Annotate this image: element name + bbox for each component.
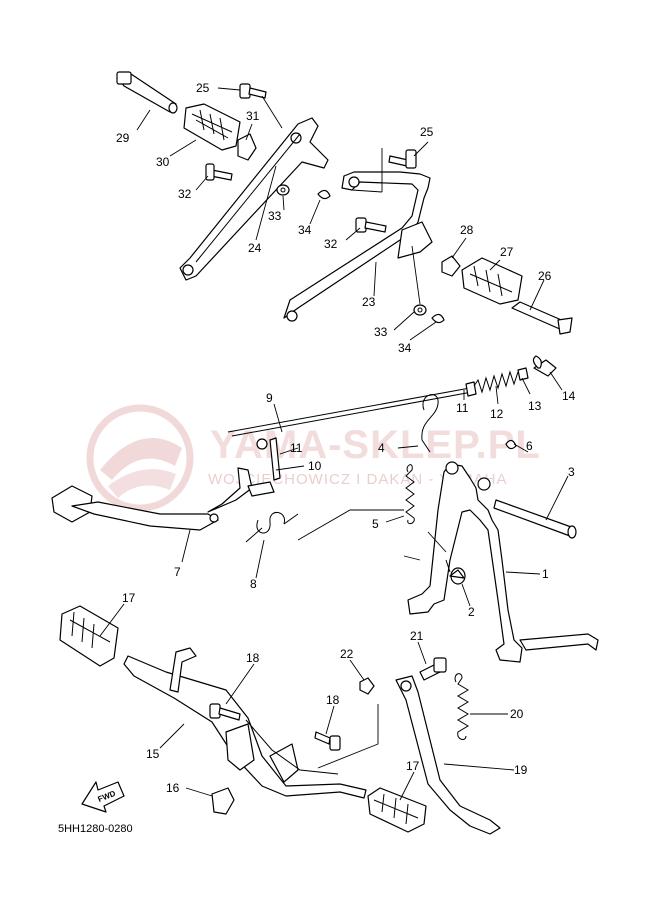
callout-16: 16 bbox=[166, 781, 180, 795]
callout-3: 3 bbox=[568, 465, 575, 479]
callout-13: 13 bbox=[528, 399, 542, 413]
callout-1: 1 bbox=[542, 567, 549, 581]
callout-14: 14 bbox=[562, 389, 576, 403]
callout-33-right: 33 bbox=[374, 325, 388, 339]
callout-20: 20 bbox=[510, 707, 524, 721]
callout-29: 29 bbox=[116, 131, 130, 145]
part-26-27-28-footrest bbox=[441, 255, 573, 335]
callout-33: 33 bbox=[268, 209, 282, 223]
part-7-brake-pedal bbox=[51, 467, 299, 543]
callout-4: 4 bbox=[378, 441, 385, 455]
part-23-right-stay bbox=[283, 148, 445, 324]
callout-25-right: 25 bbox=[420, 125, 434, 139]
callout-2: 2 bbox=[468, 605, 475, 619]
callout-15: 15 bbox=[146, 747, 160, 761]
callout-labels: 29 25 31 30 32 33 34 24 25 32 28 27 26 2… bbox=[116, 81, 576, 795]
part-24-left-stay bbox=[116, 71, 331, 281]
callout-11-left: 11 bbox=[290, 441, 303, 455]
callout-34: 34 bbox=[298, 223, 312, 237]
callout-10: 10 bbox=[308, 459, 322, 473]
callout-34-right: 34 bbox=[398, 341, 412, 355]
watermark-subtext: WOJCIECHOWICZ I DAKAN - YAMAHA bbox=[208, 471, 507, 488]
callout-25: 25 bbox=[196, 81, 210, 95]
leader-lines bbox=[99, 87, 569, 801]
callout-18-right: 18 bbox=[326, 693, 340, 707]
callout-22: 22 bbox=[340, 647, 354, 661]
callout-8: 8 bbox=[250, 577, 257, 591]
callout-23: 23 bbox=[362, 295, 376, 309]
callout-17: 17 bbox=[122, 591, 136, 605]
callout-9: 9 bbox=[266, 391, 273, 405]
callout-19: 19 bbox=[514, 763, 528, 777]
part-19-side-stand bbox=[317, 657, 501, 835]
callout-32-right: 32 bbox=[324, 237, 338, 251]
callout-32: 32 bbox=[178, 187, 192, 201]
callout-27: 27 bbox=[500, 245, 514, 259]
callout-21: 21 bbox=[410, 629, 424, 643]
callout-30: 30 bbox=[156, 155, 170, 169]
callout-24: 24 bbox=[248, 241, 262, 255]
callout-5: 5 bbox=[372, 517, 379, 531]
callout-17-right: 17 bbox=[406, 759, 420, 773]
callout-12: 12 bbox=[490, 407, 504, 421]
callout-6: 6 bbox=[526, 439, 533, 453]
callout-31: 31 bbox=[246, 109, 260, 123]
callout-7: 7 bbox=[174, 565, 181, 579]
callout-18: 18 bbox=[246, 651, 260, 665]
callout-26: 26 bbox=[538, 269, 552, 283]
callout-11: 11 bbox=[456, 401, 469, 415]
diagram-code: 5HH1280-0280 bbox=[58, 823, 133, 835]
part-15-frame bbox=[59, 605, 427, 833]
watermark-logo bbox=[86, 404, 194, 512]
callout-28: 28 bbox=[460, 223, 474, 237]
part-1-center-stand bbox=[403, 394, 599, 663]
fwd-arrow-icon: FWD bbox=[81, 781, 125, 813]
